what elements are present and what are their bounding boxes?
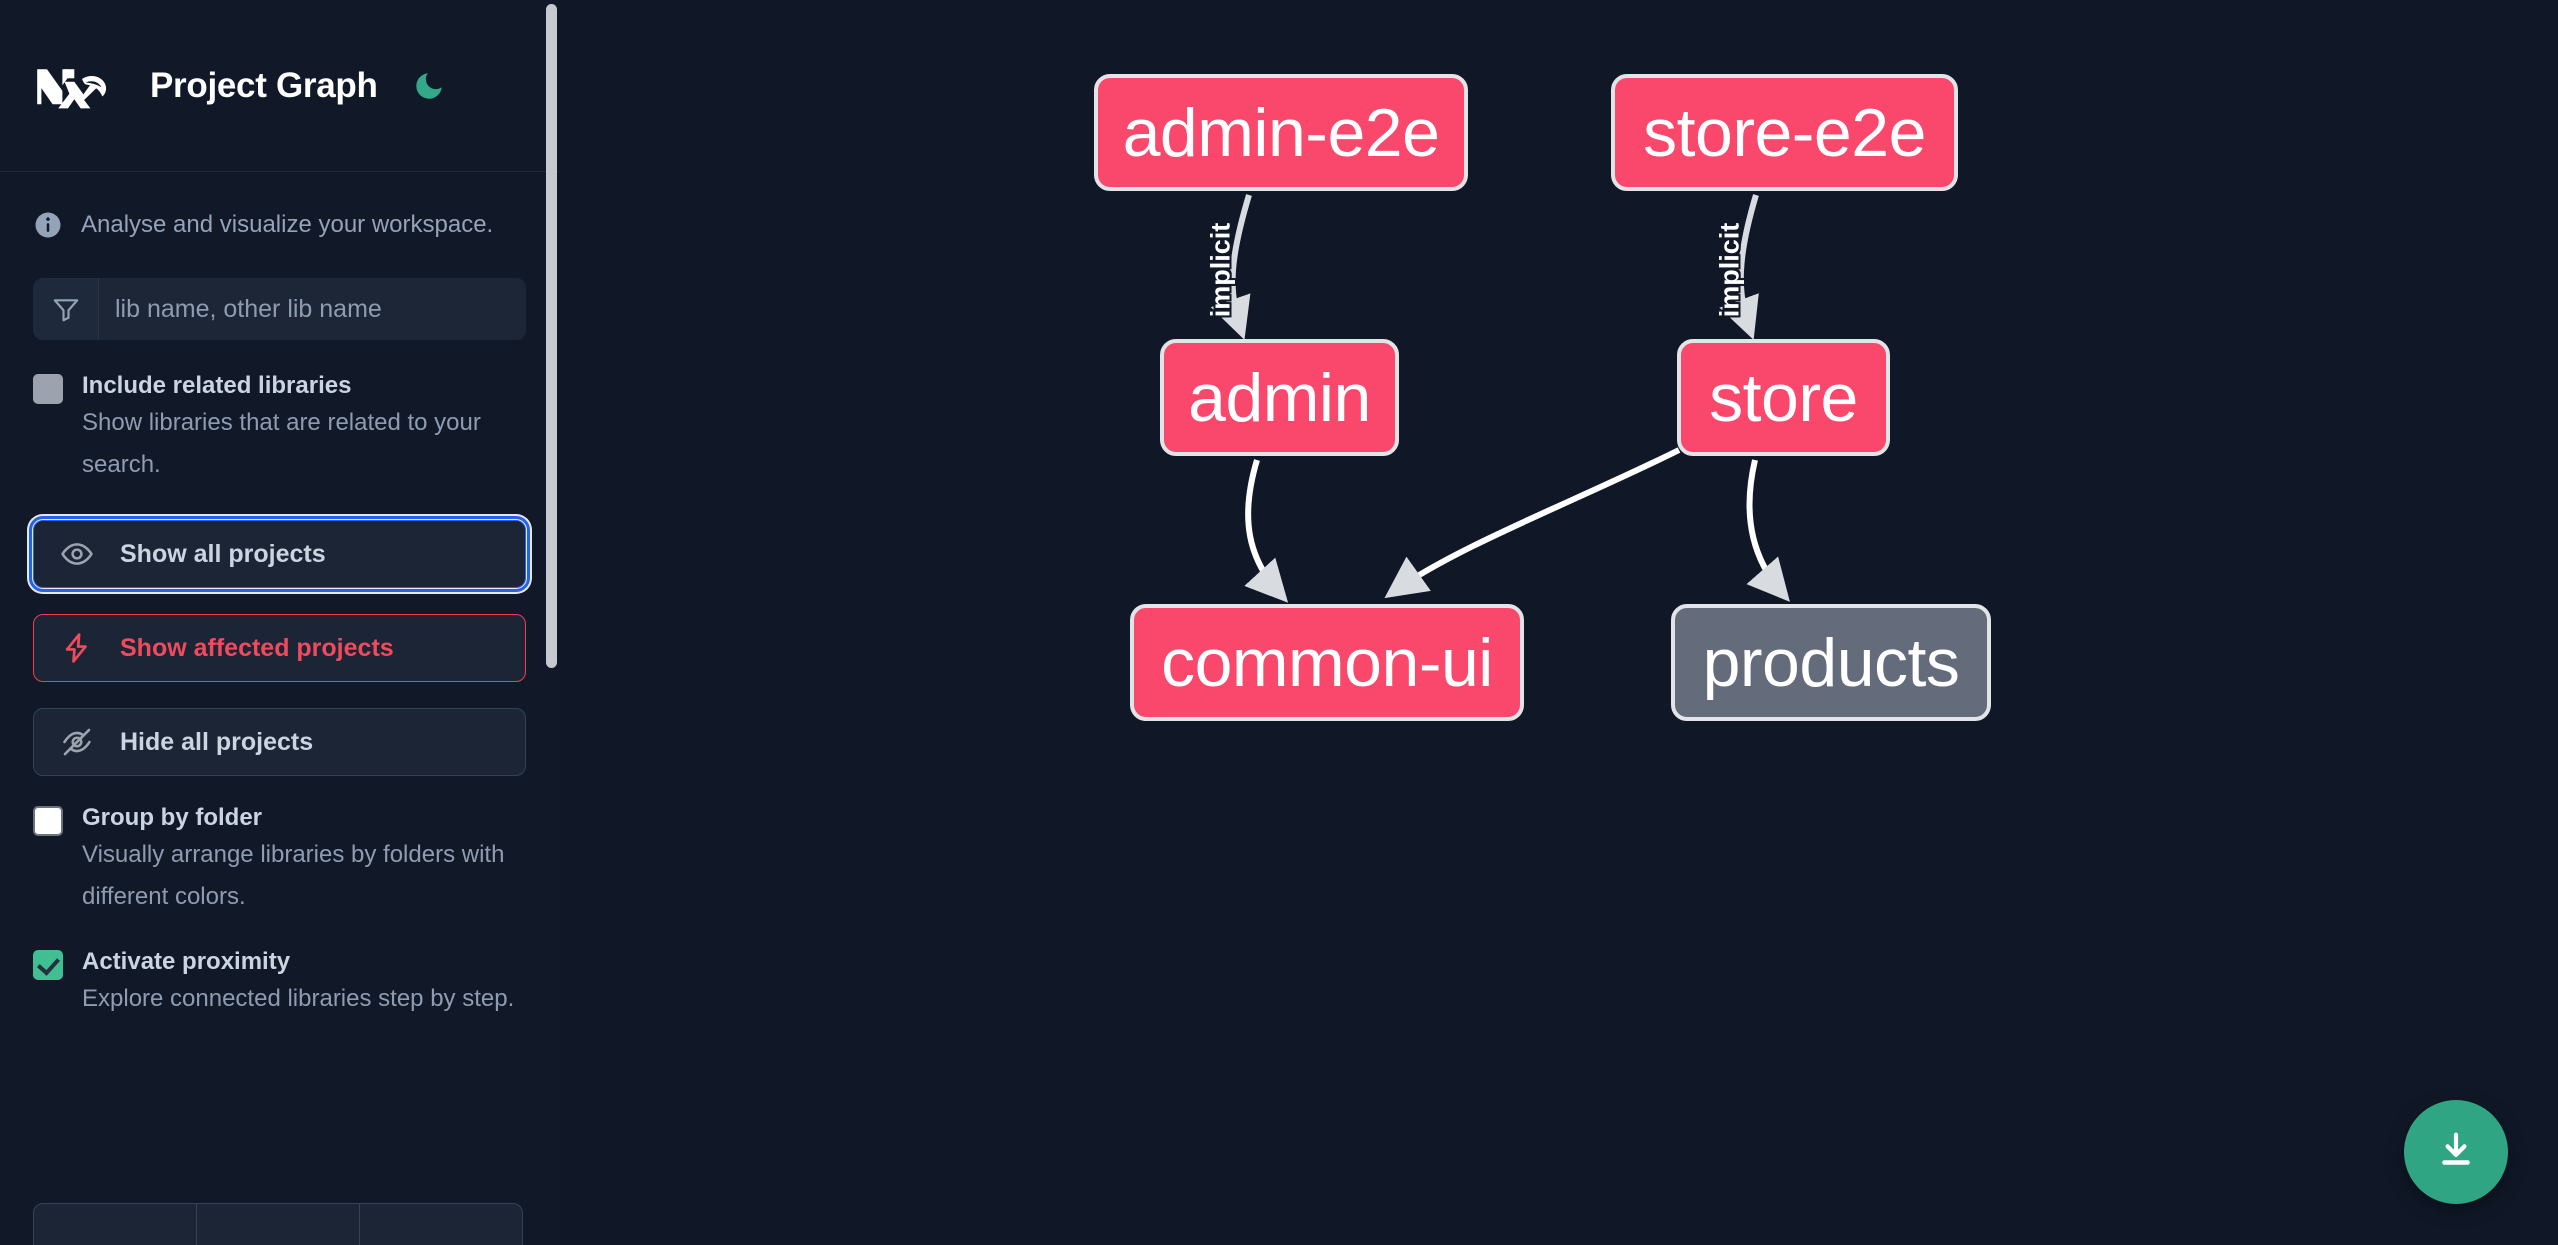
- sidebar-scroll-container: Project Graph Analyse and visualize yo: [0, 0, 559, 1245]
- moon-icon[interactable]: [406, 63, 452, 109]
- lightning-bolt-icon: [60, 631, 98, 665]
- graph-node-store[interactable]: store: [1677, 339, 1890, 456]
- project-visibility-buttons: Show all projects Show affected projects: [0, 516, 559, 776]
- filter-funnel-icon[interactable]: [33, 278, 99, 340]
- eye-off-icon: [60, 725, 98, 759]
- nx-logo-icon: [33, 58, 117, 114]
- edge-store-to-products: [1746, 459, 1790, 602]
- show-affected-projects-button[interactable]: Show affected projects: [33, 614, 526, 682]
- page-title: Project Graph: [150, 65, 378, 105]
- graph-node-common-ui[interactable]: common-ui: [1130, 604, 1524, 721]
- show-all-projects-button[interactable]: Show all projects: [29, 516, 530, 592]
- show-all-projects-label: Show all projects: [120, 539, 326, 568]
- download-graph-button[interactable]: [2404, 1100, 2508, 1204]
- option-description: Explore connected libraries step by step…: [82, 985, 515, 1012]
- graph-node-admin-e2e[interactable]: admin-e2e: [1094, 74, 1468, 191]
- checkbox-activate-proximity[interactable]: [33, 950, 63, 980]
- option-text: Activate proximity Explore connected lib…: [82, 946, 526, 1020]
- sidebar-scrollbar-track[interactable]: [545, 0, 559, 1245]
- sidebar: Project Graph Analyse and visualize yo: [0, 0, 559, 1245]
- graph-node-admin[interactable]: admin: [1160, 339, 1399, 456]
- search-input[interactable]: [99, 278, 526, 340]
- hide-all-projects-label: Hide all projects: [120, 727, 314, 756]
- option-text: Include related libraries Show libraries…: [82, 370, 526, 486]
- workspace-subtitle-row: Analyse and visualize your workspace.: [0, 172, 559, 278]
- proximity-step-control[interactable]: [33, 1203, 523, 1245]
- proximity-step-increase[interactable]: [360, 1204, 522, 1245]
- show-affected-projects-label: Show affected projects: [120, 633, 394, 662]
- search-filter: [33, 278, 526, 340]
- checkbox-include-related-libraries[interactable]: [33, 374, 63, 404]
- option-activate-proximity[interactable]: Activate proximity Explore connected lib…: [0, 946, 559, 1020]
- download-icon: [2433, 1128, 2479, 1177]
- graph-node-products[interactable]: products: [1671, 604, 1991, 721]
- info-circle-icon: [33, 210, 63, 240]
- graph-edges: [1210, 194, 1790, 603]
- graph-node-store-e2e[interactable]: store-e2e: [1611, 74, 1958, 191]
- option-description: Show libraries that are related to your …: [82, 409, 481, 478]
- option-text: Group by folder Visually arrange librari…: [82, 802, 526, 918]
- edge-admin-e2e-to-admin: [1210, 194, 1252, 340]
- option-label: Include related libraries: [82, 372, 352, 399]
- sidebar-header: Project Graph: [0, 0, 559, 172]
- option-label: Group by folder: [82, 804, 262, 831]
- option-include-related-libraries[interactable]: Include related libraries Show libraries…: [0, 370, 559, 486]
- sidebar-scrollbar-thumb[interactable]: [546, 4, 557, 668]
- hide-all-projects-button[interactable]: Hide all projects: [33, 708, 526, 776]
- proximity-step-value[interactable]: [197, 1204, 360, 1245]
- edge-admin-to-common-ui: [1244, 459, 1289, 603]
- proximity-step-decrease[interactable]: [34, 1204, 197, 1245]
- edge-store-to-common-ui: [1384, 447, 1681, 599]
- graph-canvas[interactable]: implicit implicit admin-e2e store-e2e ad…: [559, 0, 2558, 1245]
- workspace-subtitle: Analyse and visualize your workspace.: [81, 211, 494, 238]
- option-description: Visually arrange libraries by folders wi…: [82, 841, 505, 910]
- eye-icon: [60, 537, 98, 571]
- option-label: Activate proximity: [82, 948, 291, 975]
- option-group-by-folder[interactable]: Group by folder Visually arrange librari…: [0, 802, 559, 918]
- checkbox-group-by-folder[interactable]: [33, 806, 63, 836]
- edge-store-e2e-to-store: [1719, 194, 1759, 340]
